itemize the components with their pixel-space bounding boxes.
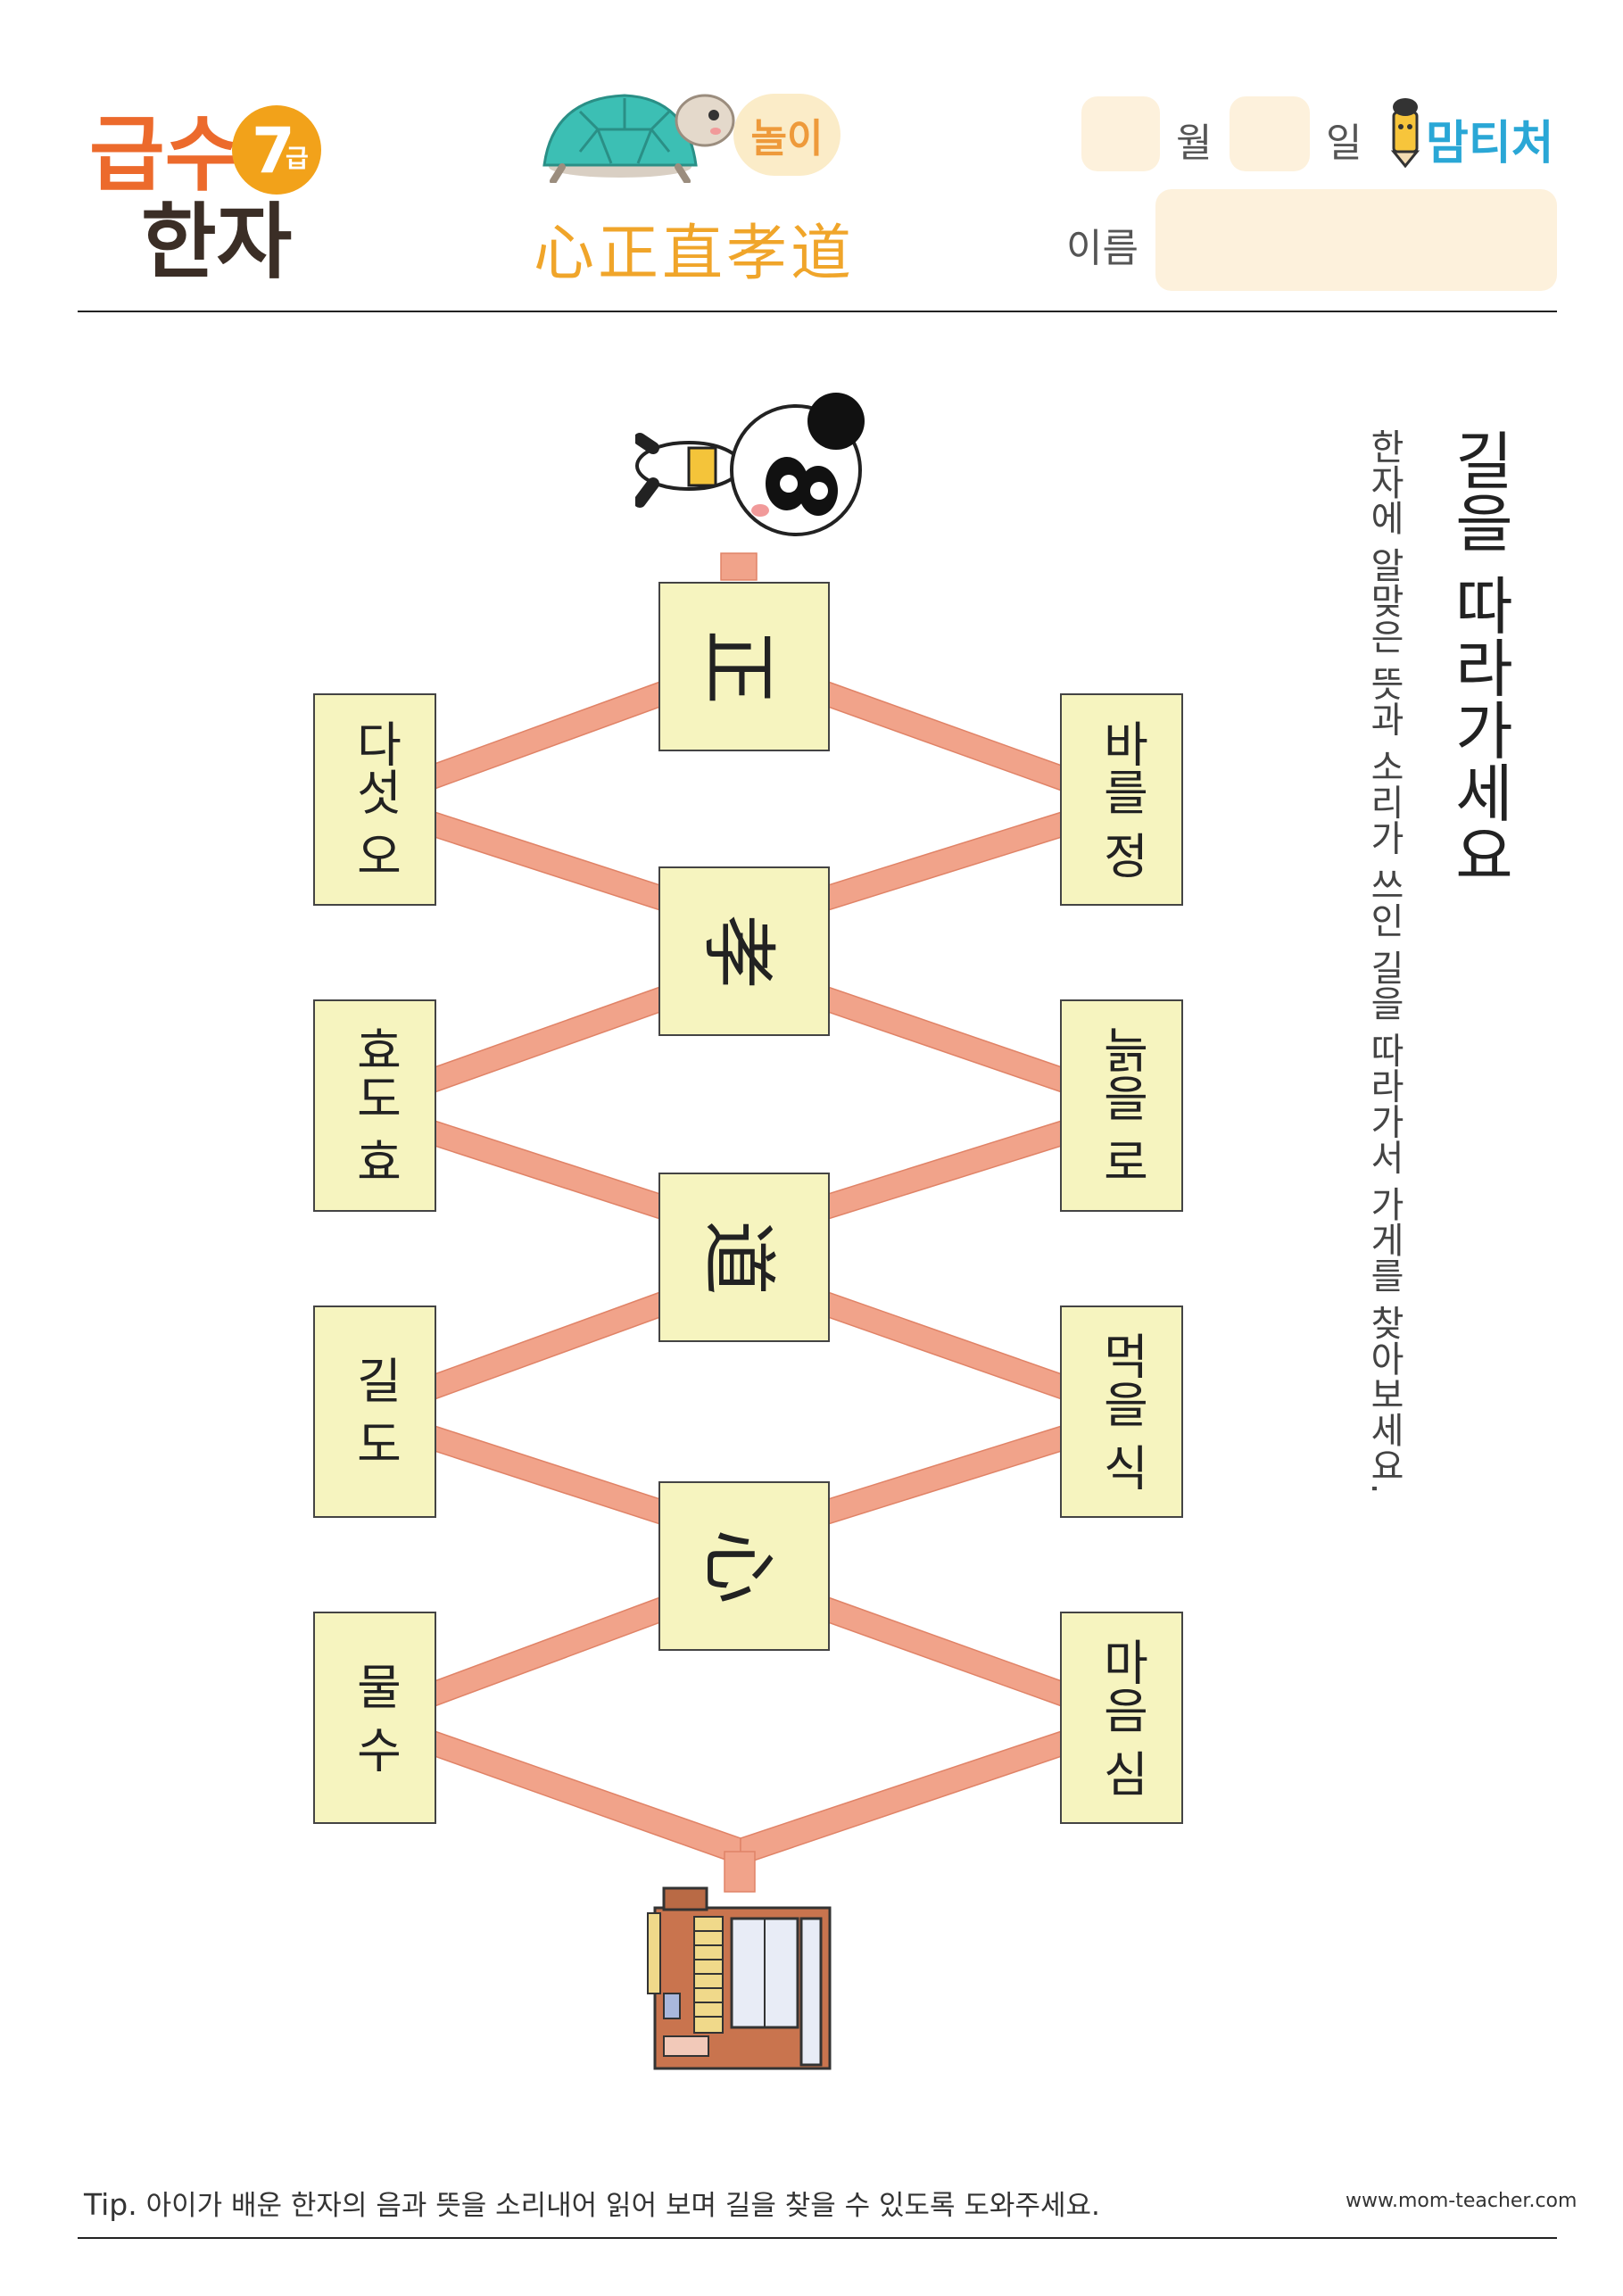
- month-label: 월: [1176, 120, 1213, 166]
- reading-label: 길 도: [346, 1355, 403, 1468]
- hanja-char: 心: [694, 1528, 783, 1604]
- maze-center-3[interactable]: 道: [658, 1173, 830, 1342]
- hanja-char: 正: [694, 628, 783, 705]
- reading-label: 효도 효: [346, 1025, 403, 1186]
- maze-right-4[interactable]: 마음 심: [1060, 1612, 1183, 1824]
- turtle-icon: [542, 94, 735, 183]
- logo: 급수 7 급 한자: [89, 105, 330, 293]
- instruction-subtitle: 한자에 알맞은 뜻과 소리가 쓰인 길을 따라가서 가게를 찾아보세요.: [1363, 428, 1404, 1495]
- header-divider: [78, 311, 1557, 312]
- instruction-title: 길을 따라가세요: [1443, 428, 1516, 886]
- pencil-mascot-icon: [1390, 98, 1420, 168]
- tip-text: Tip. 아이가 배운 한자의 음과 뜻을 소리내어 읽어 보며 길을 찾을 수…: [84, 2183, 1100, 2223]
- maze-left-2[interactable]: 효도 효: [313, 999, 436, 1212]
- maze-center-4[interactable]: 心: [658, 1481, 830, 1651]
- maze-center-2[interactable]: 孝: [658, 866, 830, 1036]
- tip-label: Tip.: [84, 2187, 137, 2222]
- hanja-char: 孝: [694, 913, 783, 990]
- panda-mascot-icon: [635, 393, 865, 536]
- day-label: 일: [1326, 120, 1362, 166]
- day-field[interactable]: [1230, 96, 1310, 171]
- maze-center-1[interactable]: 正: [658, 582, 830, 751]
- logo-line-2: 한자: [141, 195, 293, 290]
- reading-label: 다섯 오: [346, 719, 403, 880]
- logo-line-1: 급수: [89, 107, 241, 203]
- maze-left-4[interactable]: 물 수: [313, 1612, 436, 1824]
- reading-label: 물 수: [346, 1662, 403, 1774]
- reading-label: 먹을 식: [1093, 1331, 1150, 1492]
- hanja-title: 心正直孝道: [534, 219, 856, 289]
- maze-left-3[interactable]: 길 도: [313, 1305, 436, 1518]
- reading-label: 늙을 로: [1093, 1025, 1150, 1186]
- name-field[interactable]: [1155, 189, 1557, 291]
- store-icon: [647, 1886, 832, 2070]
- maze-left-1[interactable]: 다섯 오: [313, 693, 436, 906]
- logo-badge: 7 급: [232, 105, 321, 195]
- play-badge: 놀이: [733, 94, 840, 176]
- maze-right-2[interactable]: 늙을 로: [1060, 999, 1183, 1212]
- maze-right-1[interactable]: 바를 정: [1060, 693, 1183, 906]
- footer-divider: [78, 2237, 1557, 2239]
- reading-label: 바를 정: [1093, 719, 1150, 880]
- maze-right-3[interactable]: 먹을 식: [1060, 1305, 1183, 1518]
- footer-url[interactable]: www.mom-teacher.com: [1346, 2190, 1577, 2212]
- month-field[interactable]: [1081, 96, 1160, 171]
- logo-badge-number: 7: [252, 114, 295, 187]
- brand-logo: 맘티처: [1426, 117, 1554, 170]
- tip-body: 아이가 배운 한자의 음과 뜻을 소리내어 읽어 보며 길을 찾을 수 있도록 …: [145, 2190, 1100, 2222]
- reading-label: 마음 심: [1093, 1637, 1150, 1798]
- hanja-char: 道: [694, 1219, 783, 1296]
- logo-badge-suffix: 급: [286, 144, 309, 173]
- name-label: 이름: [1066, 226, 1139, 271]
